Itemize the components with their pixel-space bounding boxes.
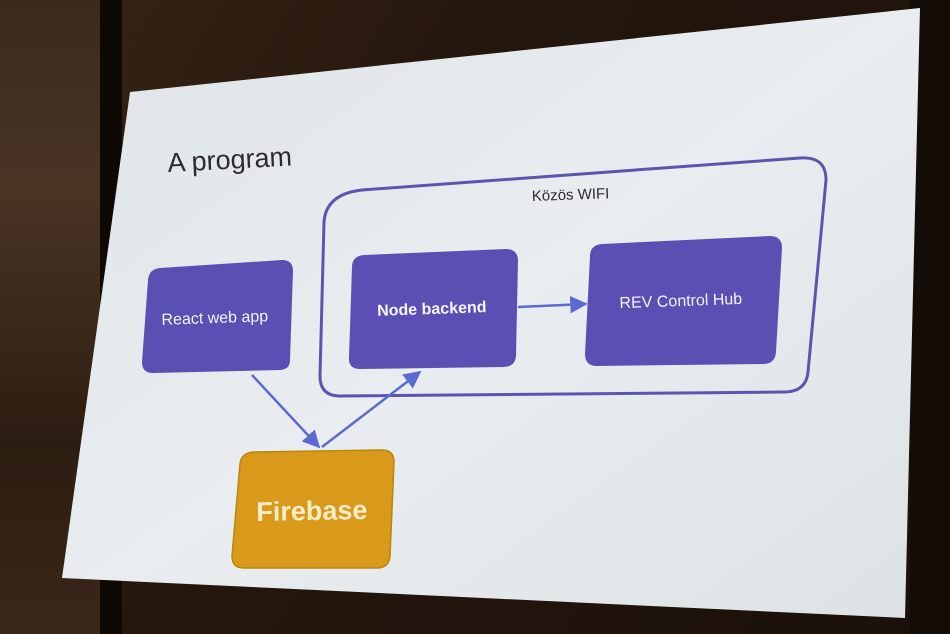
arrow-react-to-firebase <box>251 374 321 449</box>
node-firebase: Firebase <box>231 449 395 569</box>
arrow-node-backend-to-rev-hub <box>517 295 588 314</box>
node-backend-label: Node backend <box>377 299 487 320</box>
wifi-group-label: Közös WIFI <box>532 185 610 205</box>
wifi-group-boundary <box>318 156 828 398</box>
node-rev-label: REV Control Hub <box>619 291 742 312</box>
slide-title: A program <box>167 142 293 178</box>
node-react-label: React web app <box>161 308 268 329</box>
node-react-web-app: React web app <box>142 260 293 373</box>
node-rev-control-hub: REV Control Hub <box>585 236 782 366</box>
node-node-backend: Node backend <box>348 249 518 369</box>
arrow-firebase-to-node-backend <box>321 370 422 448</box>
node-firebase-label: Firebase <box>256 495 368 527</box>
